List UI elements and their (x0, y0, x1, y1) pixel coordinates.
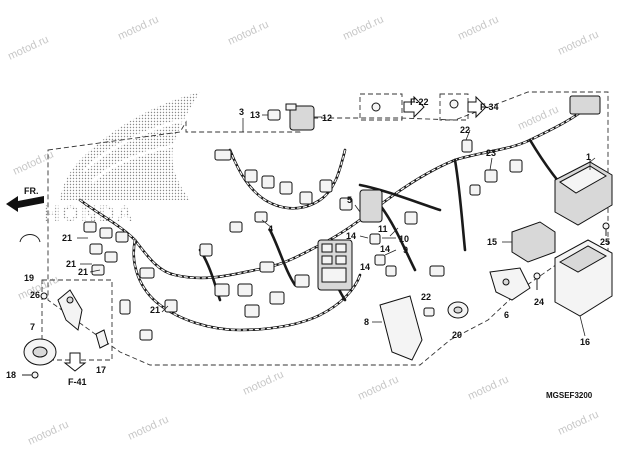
part-number-3: 3 (239, 107, 244, 117)
part-number-12: 12 (322, 113, 332, 123)
part-number-10: 10 (399, 234, 409, 244)
part-number-21-a: 21 (62, 233, 72, 243)
part-number-23: 23 (486, 148, 496, 158)
bolt-part-24 (533, 272, 541, 290)
fuse-box-cluster (317, 189, 445, 291)
watermark-text: motod.ru (456, 13, 500, 42)
part-number-4: 4 (268, 224, 273, 234)
left-connector-group (83, 221, 178, 341)
part-number-21-d: 21 (150, 305, 160, 315)
part-number-22-a: 22 (460, 125, 470, 135)
bolt-part-25 (602, 222, 610, 236)
ref-f22-label: F-22 (410, 97, 429, 107)
honda-wing-logo: HONDA (44, 92, 200, 226)
bracket-part-6 (489, 267, 531, 301)
reference-labels: F-22 F-34 F-41 (68, 97, 499, 387)
part-number-14-c: 14 (360, 262, 370, 272)
ref-f34-label: F-34 (480, 102, 499, 112)
part-number-21-b: 21 (66, 259, 76, 269)
part-number-7: 7 (30, 322, 35, 332)
part-number-17: 17 (96, 365, 106, 375)
part-number-11: 11 (378, 224, 388, 234)
part-number-18: 18 (6, 370, 16, 380)
watermark-text: motod.ru (26, 418, 70, 447)
horn-assembly (22, 279, 113, 379)
watermark-text: motod.ru (11, 148, 55, 177)
cover-part-8 (372, 295, 423, 361)
part-number-8: 8 (364, 317, 369, 327)
part-number-21-c: 21 (78, 267, 88, 277)
part-number-25: 25 (600, 237, 610, 247)
relay-part-12 (285, 103, 322, 131)
part-number-14-a: 14 (346, 231, 356, 241)
module-part-15 (502, 221, 556, 263)
part-number-26: 26 (30, 290, 40, 300)
watermark-text: motod.ru (556, 28, 600, 57)
part-number-13: 13 (250, 110, 260, 120)
watermark-text: motod.ru (356, 373, 400, 402)
grommet-part-20 (447, 301, 469, 319)
watermark-text: motod.ru (116, 13, 160, 42)
connector-part-13 (262, 109, 281, 121)
diagram-code: MGSEF3200 (546, 391, 593, 400)
part-number-19: 19 (24, 273, 34, 283)
ecu-part-1 (554, 157, 613, 226)
clamp-part-19 (19, 234, 41, 243)
part-number-15: 15 (487, 237, 497, 247)
ref-f41-label: F-41 (68, 377, 87, 387)
part-number-5: 5 (347, 195, 352, 205)
watermark-text: motod.ru (6, 33, 50, 62)
front-direction-arrow: FR. (6, 186, 44, 212)
clip-part-22 (423, 307, 435, 317)
ref-callout-f22 (359, 93, 425, 121)
watermark-text: motod.ru (241, 368, 285, 397)
control-unit-part-16 (554, 239, 613, 337)
part-number-14-b: 14 (380, 244, 390, 254)
part-number-1: 1 (586, 152, 591, 162)
watermark-text: motod.ru (226, 18, 270, 47)
part-number-9: 9 (403, 245, 408, 255)
part-number-22-b: 22 (421, 292, 431, 302)
ref-callout-f34 (439, 93, 487, 121)
right-parts-group (461, 95, 601, 196)
part-number-6: 6 (504, 310, 509, 320)
front-marker-label: FR. (24, 186, 39, 196)
part-number-16: 16 (580, 337, 590, 347)
middle-connector-group (199, 149, 333, 318)
watermark-text: motod.ru (126, 413, 170, 442)
watermark-text: motod.ru (341, 13, 385, 42)
part-number-labels: 1 3 4 5 6 7 8 9 10 11 12 13 14 14 14 15 … (6, 107, 610, 380)
part-number-24: 24 (534, 297, 544, 307)
watermark-text: motod.ru (556, 408, 600, 437)
leader-lines (77, 118, 591, 313)
watermark-text: motod.ru (466, 373, 510, 402)
part-number-20: 20 (452, 330, 462, 340)
